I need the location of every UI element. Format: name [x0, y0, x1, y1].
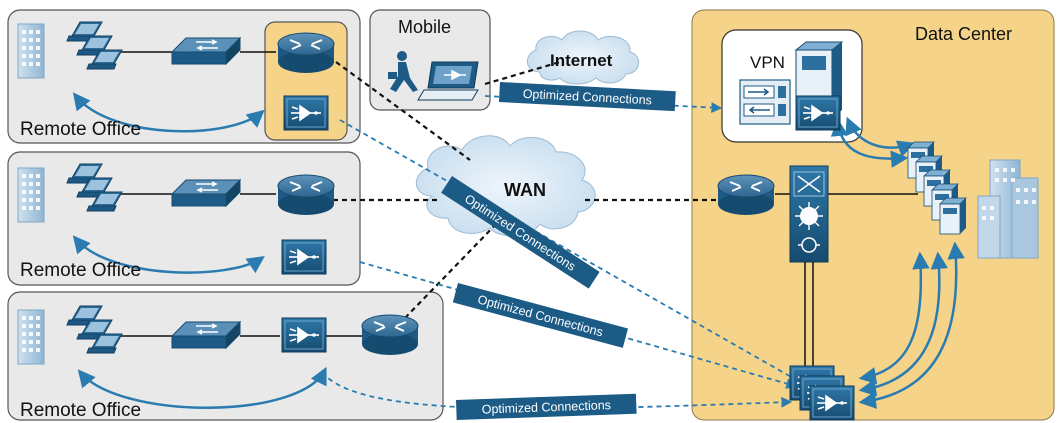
wan-optimizer-icon	[281, 239, 327, 275]
router-icon	[277, 32, 335, 74]
switch-icon	[171, 179, 241, 207]
vpn-concentrator-icon	[739, 79, 791, 125]
switch-icon	[171, 37, 241, 65]
building-icon	[17, 309, 45, 365]
building-icon	[17, 23, 45, 79]
optimized-connections-tag-mobile: Optimized Connections	[498, 82, 676, 112]
multilayer-switch-icon	[789, 165, 829, 263]
wan-label: WAN	[504, 180, 546, 200]
router-icon	[717, 174, 775, 216]
laptop-icon	[417, 61, 479, 101]
internet-label: Internet	[550, 51, 613, 70]
remote-office-2-label: Remote Office	[20, 260, 141, 281]
svg-text:Optimized Connections: Optimized Connections	[476, 292, 604, 339]
data-center-label: Data Center	[915, 24, 1012, 44]
wan-optimizer-icon	[281, 317, 327, 353]
remote-office-3-label: Remote Office	[20, 400, 141, 421]
local-arrows	[72, 92, 965, 409]
wan-links	[333, 60, 718, 319]
wan-cloud	[416, 135, 596, 237]
switch-icon	[171, 321, 241, 349]
mobile-label: Mobile	[398, 17, 451, 37]
wan-optimizer-icon	[795, 95, 841, 131]
svg-text:Optimized Connections: Optimized Connections	[481, 398, 611, 417]
building-icon	[17, 167, 45, 223]
svg-text:Optimized Connections: Optimized Connections	[522, 87, 652, 108]
server-farm-icon	[977, 159, 1039, 259]
router-icon	[277, 174, 335, 216]
internet-cloud	[526, 30, 640, 85]
router-icon	[361, 314, 419, 356]
vpn-label: VPN	[750, 53, 785, 72]
mobile-user-icon	[388, 51, 418, 92]
optimized-connections-tag-office3: Optimized Connections	[456, 393, 637, 420]
wan-optimizer-icon	[283, 95, 329, 131]
remote-office-1-label: Remote Office	[20, 119, 141, 140]
lan-links	[110, 51, 918, 372]
optimized-connections-tag-office2: Optimized Connections	[452, 283, 629, 348]
